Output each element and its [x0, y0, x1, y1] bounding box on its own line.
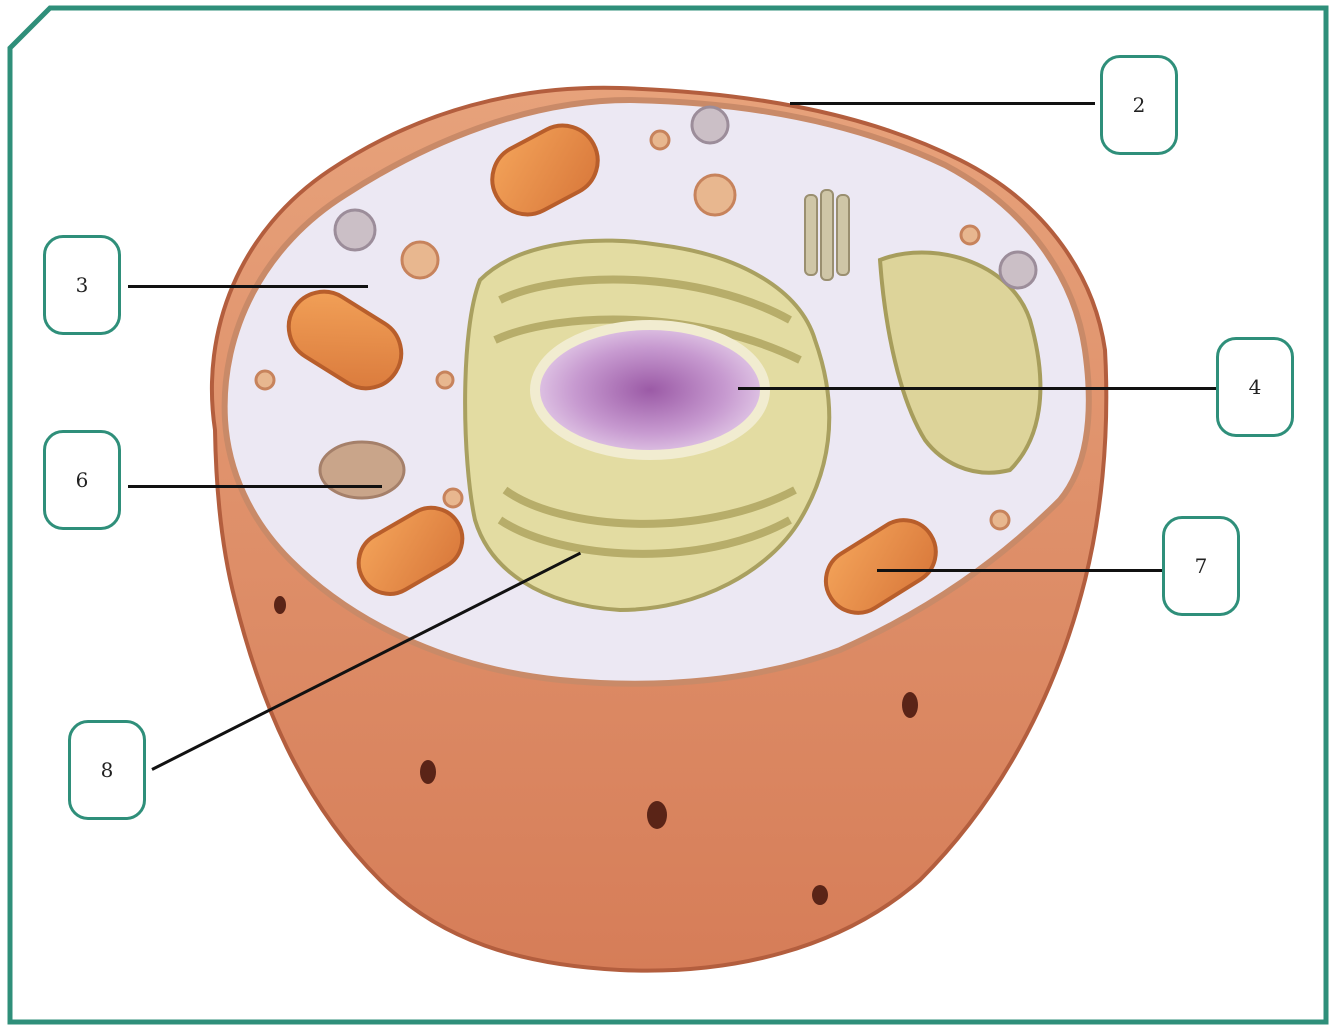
leader-line-7: [877, 569, 1162, 572]
label-7: 7: [1162, 516, 1240, 616]
leader-line-3: [128, 285, 368, 288]
label-3: 3: [43, 235, 121, 335]
label-4: 4: [1216, 337, 1294, 437]
label-6: 6: [43, 430, 121, 530]
leader-line-4: [738, 387, 1216, 390]
label-8: 8: [68, 720, 146, 820]
nucleus: [535, 325, 765, 455]
centrosome: [805, 190, 849, 280]
label-2: 2: [1100, 55, 1178, 155]
leader-line-6: [128, 485, 382, 488]
leader-line-2: [790, 102, 1095, 105]
lysosome: [320, 442, 404, 498]
